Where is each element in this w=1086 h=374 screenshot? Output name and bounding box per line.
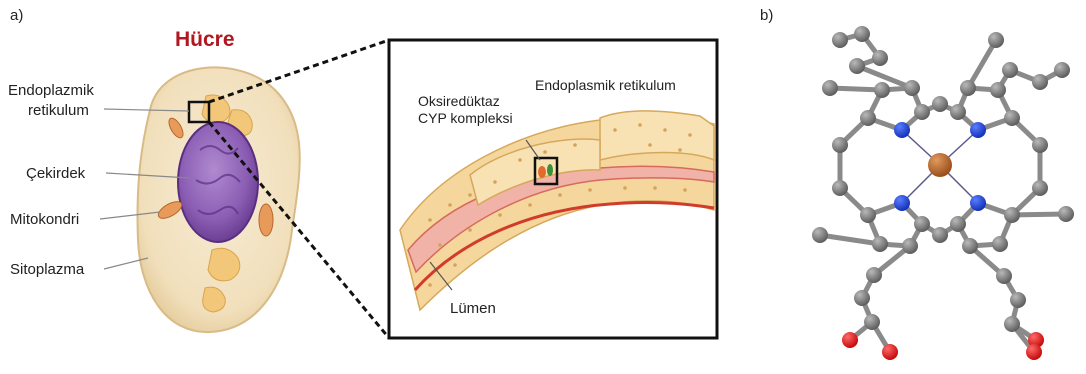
carbon-atom <box>812 227 828 243</box>
carbon-atom <box>872 50 888 66</box>
oxygen-atom <box>1026 344 1042 360</box>
carbon-atom <box>860 207 876 223</box>
carbon-atom <box>874 82 890 98</box>
carbon-atom <box>1004 316 1020 332</box>
label-cyp-complex: CYP kompleksi <box>418 110 513 126</box>
oxygen-atom <box>842 332 858 348</box>
carbon-atom <box>832 32 848 48</box>
label-er: Endoplazmik <box>8 82 94 99</box>
bond <box>968 40 996 88</box>
zoom-title: Endoplasmik retikulum <box>535 77 676 93</box>
panel-a-label: a) <box>10 7 23 24</box>
carbon-atom <box>932 96 948 112</box>
carbon-atom <box>872 236 888 252</box>
carbon-atom <box>932 227 948 243</box>
carbon-atom <box>1032 180 1048 196</box>
carbon-atom <box>1002 62 1018 78</box>
carbon-atom <box>866 267 882 283</box>
carbon-atom <box>1010 292 1026 308</box>
carbon-atom <box>914 216 930 232</box>
carbon-atom <box>1004 207 1020 223</box>
carbon-atom <box>1032 74 1048 90</box>
panel-b-label: b) <box>760 7 773 24</box>
carbon-atom <box>832 137 848 153</box>
carbon-atom <box>950 104 966 120</box>
carbon-atom <box>1054 62 1070 78</box>
carbon-atom <box>902 238 918 254</box>
cell-title: Hücre <box>175 28 235 51</box>
carbon-atom <box>904 80 920 96</box>
carbon-atom <box>992 236 1008 252</box>
carbon-atom <box>1004 110 1020 126</box>
carbon-atom <box>822 80 838 96</box>
nitrogen-atom <box>894 122 910 138</box>
carbon-atom <box>1032 137 1048 153</box>
nitrogen-atom <box>970 122 986 138</box>
label-oxidoreductase: Oksiredüktaz <box>418 93 500 109</box>
bond <box>1012 214 1066 215</box>
carbon-atom <box>950 216 966 232</box>
nitrogen-atom <box>894 195 910 211</box>
carbon-atom <box>864 314 880 330</box>
carbon-atom <box>854 290 870 306</box>
carbon-atom <box>849 58 865 74</box>
carbon-atom <box>854 26 870 42</box>
label-er-2: retikulum <box>28 102 89 119</box>
carbon-atom <box>860 110 876 126</box>
carbon-atom <box>960 80 976 96</box>
carbon-atom <box>988 32 1004 48</box>
carbon-atom <box>990 82 1006 98</box>
iron-atom <box>928 153 952 177</box>
heme-molecule <box>812 26 1074 360</box>
carbon-atom <box>832 180 848 196</box>
nitrogen-atom <box>970 195 986 211</box>
label-cytoplasm: Sitoplazma <box>10 261 85 278</box>
label-nucleus: Çekirdek <box>26 165 86 182</box>
carbon-atom <box>996 268 1012 284</box>
label-mitochondria: Mitokondri <box>10 211 79 228</box>
carbon-atom <box>914 104 930 120</box>
bond <box>820 235 880 244</box>
nucleus <box>178 122 258 242</box>
oxygen-atom <box>882 344 898 360</box>
label-lumen: Lümen <box>450 300 496 317</box>
carbon-atom <box>1058 206 1074 222</box>
carbon-atom <box>962 238 978 254</box>
